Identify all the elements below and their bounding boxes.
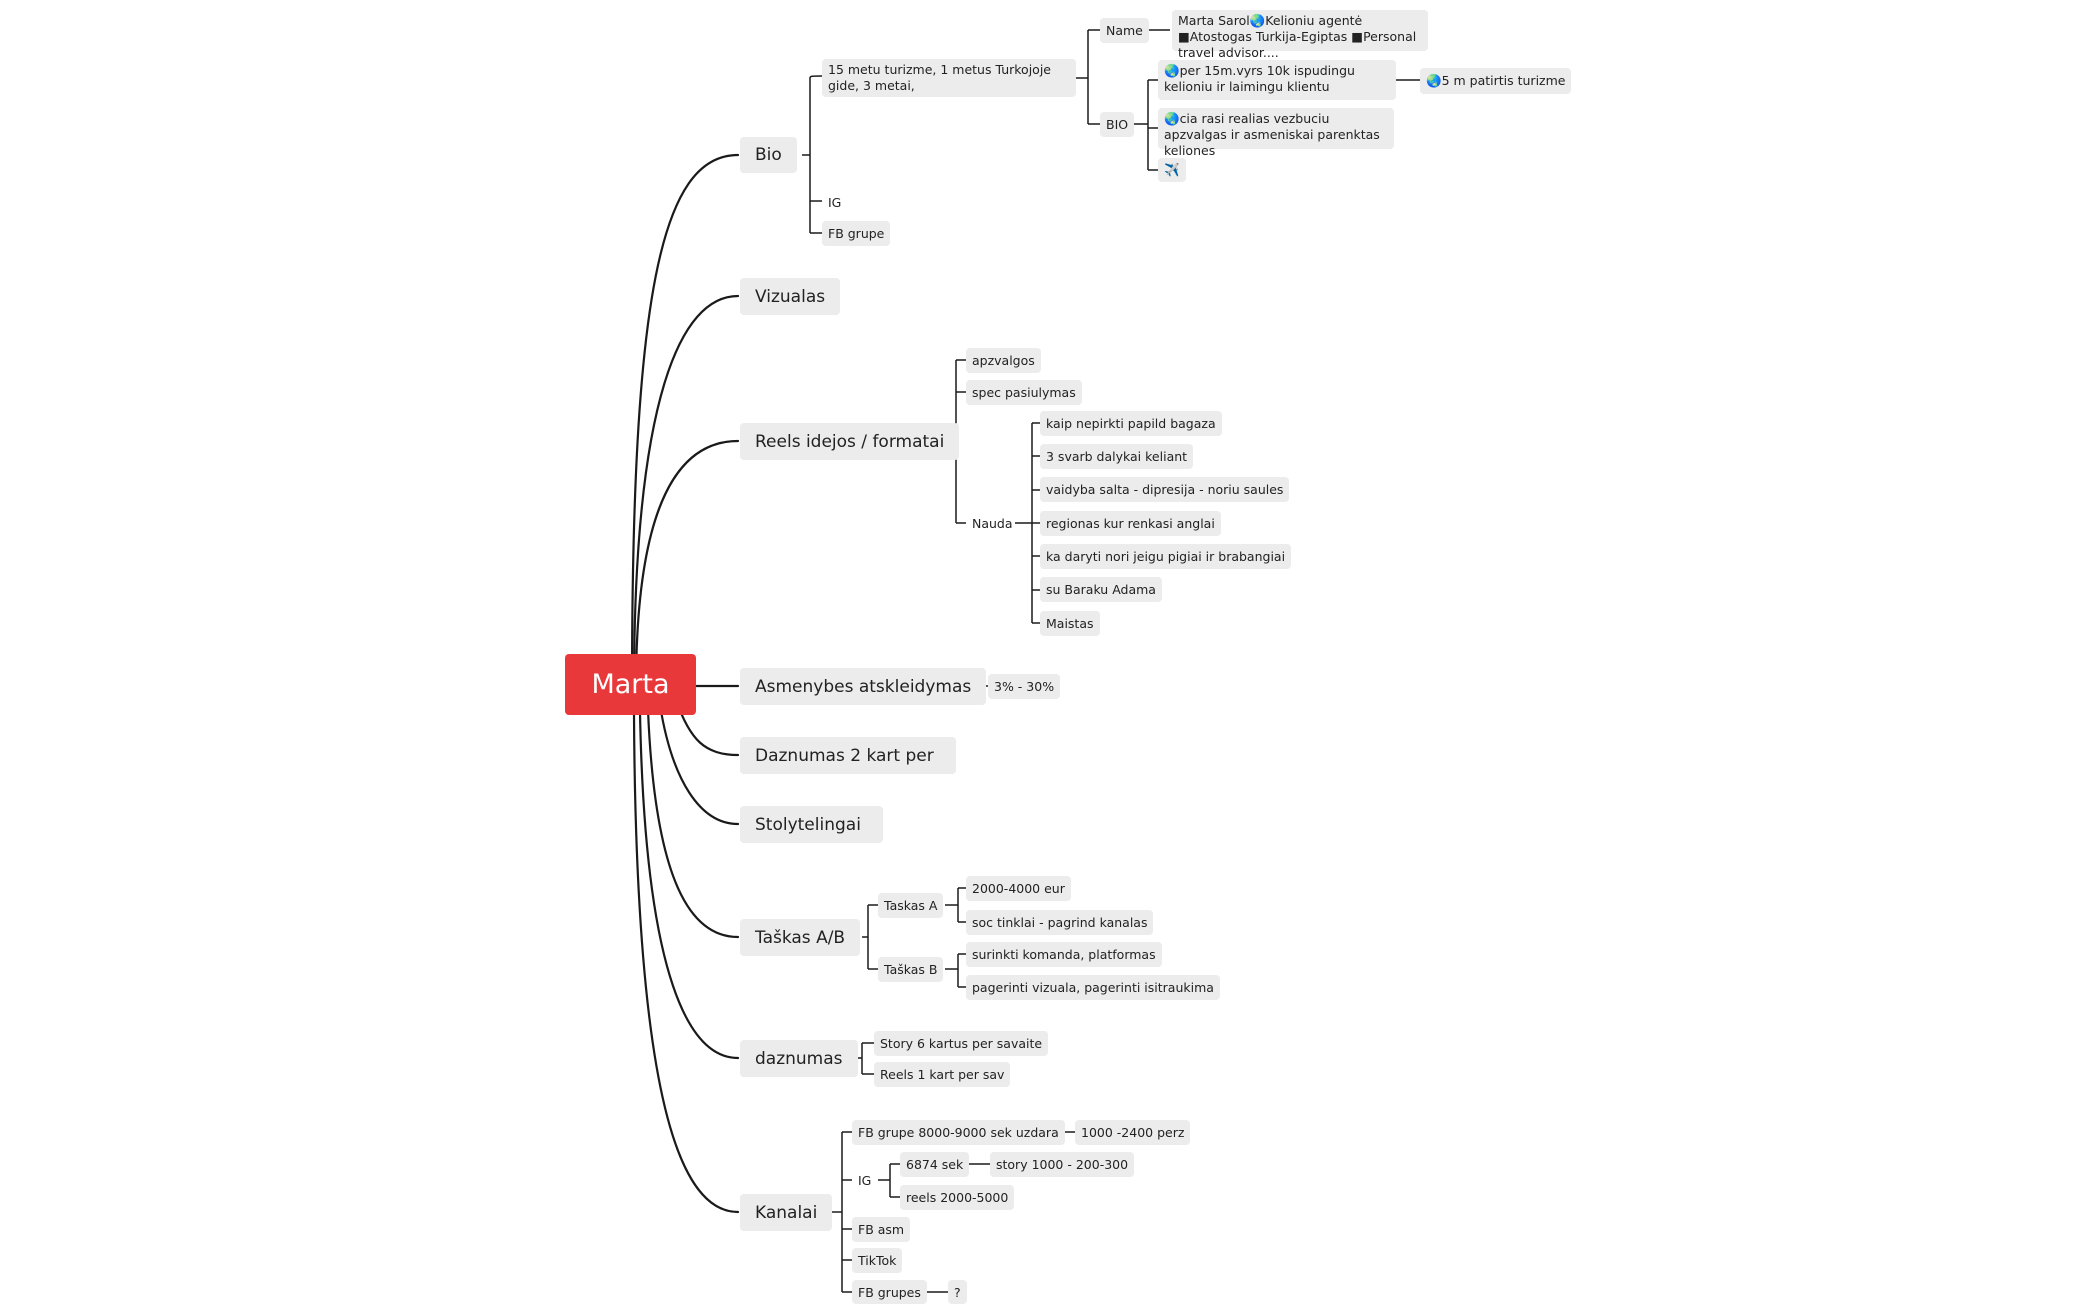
bio-bio-item-1[interactable]: 🌏per 15m.vyrs 10k ispudingu kelioniu ir …	[1158, 60, 1396, 100]
daznumas-item-story[interactable]: Story 6 kartus per savaite	[874, 1031, 1049, 1056]
link-reels	[634, 439, 740, 690]
bio-name-text[interactable]: Marta Sarol🌏Kelioniu agentė ■Atostogas T…	[1172, 10, 1428, 60]
link-daznumas	[638, 710, 740, 1060]
bio-ig[interactable]: IG	[828, 194, 842, 210]
link-taskas	[646, 708, 740, 939]
kanalai-ig[interactable]: IG	[858, 1173, 872, 1188]
kanalai-fb-grupe-child[interactable]: 1000 -2400 perz	[1075, 1120, 1191, 1145]
kanalai-tiktok[interactable]: TikTok	[852, 1248, 903, 1273]
branch-stolytelingai[interactable]: Stolytelingai	[740, 806, 883, 843]
reels-nauda[interactable]: Nauda	[972, 516, 1013, 531]
kanalai-ig-sek[interactable]: 6874 sek	[900, 1152, 970, 1177]
branch-daznumas[interactable]: daznumas	[740, 1040, 858, 1077]
link-bio	[630, 153, 740, 690]
taskas-a[interactable]: Taskas A	[878, 893, 944, 918]
reels-item-spec-pasiulymas[interactable]: spec pasiulymas	[966, 380, 1082, 405]
bio-name-label[interactable]: Name	[1100, 18, 1149, 43]
daznumas-item-reels[interactable]: Reels 1 kart per sav	[874, 1062, 1011, 1087]
nauda-item-6[interactable]: su Baraku Adama	[1040, 577, 1162, 602]
kanalai-fb-grupe[interactable]: FB grupe 8000-9000 sek uzdara	[852, 1120, 1065, 1145]
link-stoly	[658, 703, 740, 826]
taskas-a-item-1[interactable]: 2000-4000 eur	[966, 876, 1071, 901]
branch-taskas[interactable]: Taškas A/B	[740, 919, 861, 956]
taskas-b-item-2[interactable]: pagerinti vizuala, pagerinti isitraukima	[966, 975, 1220, 1000]
nauda-item-2[interactable]: 3 svarb dalykai keliant	[1040, 444, 1194, 469]
reels-item-apzvalgos[interactable]: apzvalgos	[966, 348, 1041, 373]
root-node[interactable]: Marta	[565, 654, 696, 715]
nauda-item-3[interactable]: vaidyba salta - dipresija - noriu saules	[1040, 477, 1290, 502]
link-kanalai	[632, 712, 740, 1214]
branch-vizualas[interactable]: Vizualas	[740, 278, 841, 315]
branch-kanalai[interactable]: Kanalai	[740, 1194, 833, 1231]
nauda-item-7[interactable]: Maistas	[1040, 611, 1100, 636]
nauda-item-5[interactable]: ka daryti nori jeigu pigiai ir brabangia…	[1040, 544, 1292, 569]
branch-daznumas-2[interactable]: Daznumas 2 kart per	[740, 737, 956, 774]
asmenybe-value[interactable]: 3% - 30%	[988, 674, 1061, 699]
bio-bio-item-2[interactable]: 🌏cia rasi realias vezbuciu apzvalgas ir …	[1158, 108, 1394, 158]
taskas-b[interactable]: Taškas B	[878, 957, 944, 982]
kanalai-ig-story[interactable]: story 1000 - 200-300	[990, 1152, 1135, 1177]
taskas-a-item-2[interactable]: soc tinklai - pagrind kanalas	[966, 910, 1154, 935]
branch-bio[interactable]: Bio	[740, 137, 797, 173]
kanalai-ig-reels[interactable]: reels 2000-5000	[900, 1185, 1015, 1210]
branch-asmenybe[interactable]: Asmenybes atskleidymas	[740, 668, 987, 705]
bio-bio-item-3[interactable]: ✈️	[1158, 158, 1186, 182]
taskas-b-item-1[interactable]: surinkti komanda, platformas	[966, 942, 1162, 967]
bio-experience[interactable]: 15 metu turizme, 1 metus Turkojoje gide,…	[822, 59, 1076, 97]
kanalai-fb-grupes[interactable]: FB grupes	[852, 1280, 927, 1304]
bio-bio-label[interactable]: BIO	[1100, 112, 1135, 137]
branch-reels[interactable]: Reels idejos / formatai	[740, 423, 960, 460]
bio-bio-item-1-child[interactable]: 🌏5 m patirtis turizme	[1420, 68, 1572, 94]
kanalai-fb-asm[interactable]: FB asm	[852, 1217, 911, 1242]
nauda-item-1[interactable]: kaip nepirkti papild bagaza	[1040, 411, 1222, 436]
bio-fb-grupe[interactable]: FB grupe	[822, 221, 891, 246]
kanalai-fb-grupes-child[interactable]: ?	[948, 1280, 967, 1304]
nauda-item-4[interactable]: regionas kur renkasi anglai	[1040, 511, 1221, 536]
link-vizualas	[632, 294, 740, 690]
